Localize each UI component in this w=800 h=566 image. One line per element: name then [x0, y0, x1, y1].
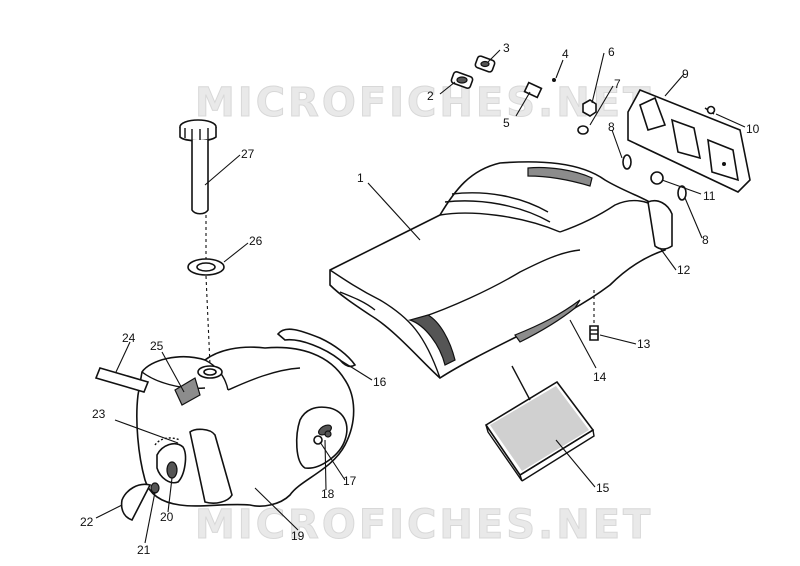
fuel-cap — [179, 119, 217, 215]
watermark-bottom: MICROFICHES.NET — [195, 502, 653, 548]
bulb-socket — [650, 171, 664, 185]
taillight-bracket — [627, 88, 751, 193]
callout-14: 14 — [593, 370, 607, 384]
foam-pad — [484, 380, 595, 482]
clip-18 — [324, 430, 332, 438]
rivet-4 — [552, 78, 556, 82]
callout-8-upper: 8 — [608, 120, 615, 134]
callout-labels: 1 2 3 4 5 6 7 8 9 10 11 8 12 13 14 15 16… — [80, 41, 760, 557]
vent-tube-24 — [94, 367, 150, 393]
callout-16: 16 — [373, 375, 387, 389]
nut-6 — [582, 99, 597, 117]
seat — [329, 161, 666, 380]
callout-19: 19 — [291, 529, 305, 543]
callout-18: 18 — [321, 487, 335, 501]
strap-16 — [276, 328, 357, 368]
callout-15: 15 — [596, 481, 610, 495]
bolt-13 — [589, 325, 599, 341]
callout-24: 24 — [122, 331, 136, 345]
callout-22: 22 — [80, 515, 94, 529]
hose-22 — [120, 483, 152, 521]
callout-6: 6 — [608, 45, 615, 59]
clamp-21 — [150, 482, 160, 494]
callout-11: 11 — [703, 189, 716, 203]
callout-25: 25 — [150, 339, 164, 353]
callout-10: 10 — [746, 122, 760, 136]
callout-13: 13 — [637, 337, 651, 351]
callout-8-lower: 8 — [702, 233, 709, 247]
tank-clip — [174, 377, 201, 406]
leader-lines — [95, 49, 746, 544]
callout-2: 2 — [427, 89, 434, 103]
callout-21: 21 — [137, 543, 151, 557]
clip-5 — [523, 81, 543, 99]
callout-12: 12 — [677, 263, 691, 277]
bulb-lower — [677, 185, 687, 201]
washer-7 — [577, 125, 589, 135]
watermark-top: MICROFICHES.NET — [195, 80, 653, 126]
callout-20: 20 — [160, 510, 174, 524]
callout-4: 4 — [562, 47, 569, 61]
seat-rear-panel — [647, 199, 673, 250]
callout-23: 23 — [92, 407, 106, 421]
callout-3: 3 — [503, 41, 510, 55]
bulb-upper — [622, 154, 632, 170]
callout-9: 9 — [682, 67, 689, 81]
fuel-tank — [136, 346, 355, 507]
screw-10 — [706, 105, 716, 115]
callout-7: 7 — [614, 77, 621, 91]
callout-1: 1 — [357, 171, 364, 185]
callout-17: 17 — [343, 474, 357, 488]
callout-27: 27 — [241, 147, 255, 161]
callout-5: 5 — [503, 116, 510, 130]
callout-26: 26 — [249, 234, 263, 248]
